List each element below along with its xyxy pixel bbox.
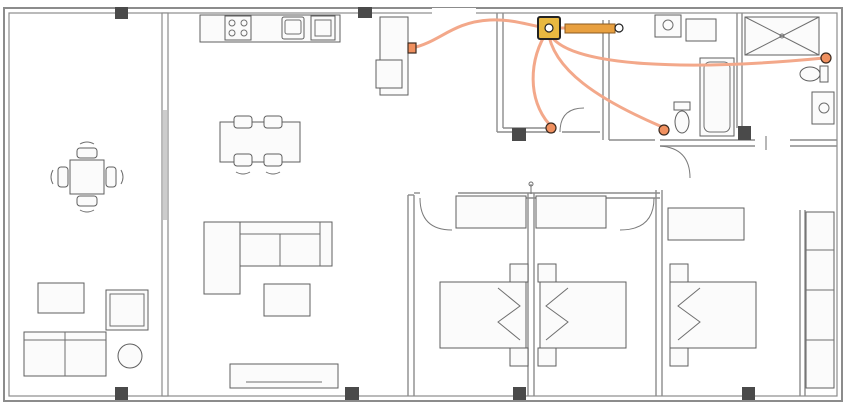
bed-icon: [439, 263, 529, 367]
pillar: [512, 128, 526, 141]
bed-icon: [537, 263, 627, 367]
terrace-table-icon: [50, 141, 124, 213]
pillar: [513, 387, 526, 400]
bedroom-2: [535, 195, 655, 367]
sofa-icon: [203, 221, 333, 295]
pillar: [115, 7, 128, 19]
terrace-sofa-icon: [23, 282, 149, 377]
water-heater-icon: [537, 16, 624, 40]
tv-cabinet: [229, 363, 339, 389]
outer-walls: [3, 7, 843, 402]
bed-icon: [669, 263, 757, 367]
bedroom-3: [667, 207, 835, 389]
wardrobe: [455, 195, 527, 229]
toilet-icon: [799, 65, 829, 83]
bathtub-icon: [699, 57, 735, 137]
pipe-outlets: [407, 42, 832, 136]
pillar: [742, 387, 755, 400]
closet: [805, 211, 835, 389]
wardrobe: [535, 195, 607, 229]
stove-icon: [224, 15, 252, 41]
pipe-manifold: [564, 23, 616, 34]
coffee-table: [263, 283, 311, 317]
shower-icon: [744, 16, 820, 56]
living-room: [203, 115, 339, 389]
terrace: [23, 12, 169, 397]
pillar: [345, 387, 359, 400]
sink-icon: [811, 91, 835, 125]
structural-pillars: [115, 7, 755, 400]
pipe-outlet-icon: [407, 42, 417, 54]
wardrobe: [667, 207, 745, 241]
sink-icon: [654, 14, 682, 38]
pillar: [115, 387, 128, 400]
pipe-outlet-icon: [545, 122, 557, 134]
sink-icon: [281, 16, 305, 40]
pipe-outlet-icon: [658, 124, 670, 136]
bedroom-1: [419, 195, 529, 367]
bathroom-1: [654, 14, 735, 137]
dining-table-icon: [219, 115, 301, 175]
pillar: [738, 126, 751, 140]
pipe-outlet-icon: [820, 52, 832, 64]
bathroom-2: [744, 16, 835, 125]
kitchen: [199, 14, 409, 96]
doors: [528, 107, 767, 194]
toilet-icon: [673, 101, 691, 134]
pillar: [358, 7, 372, 18]
